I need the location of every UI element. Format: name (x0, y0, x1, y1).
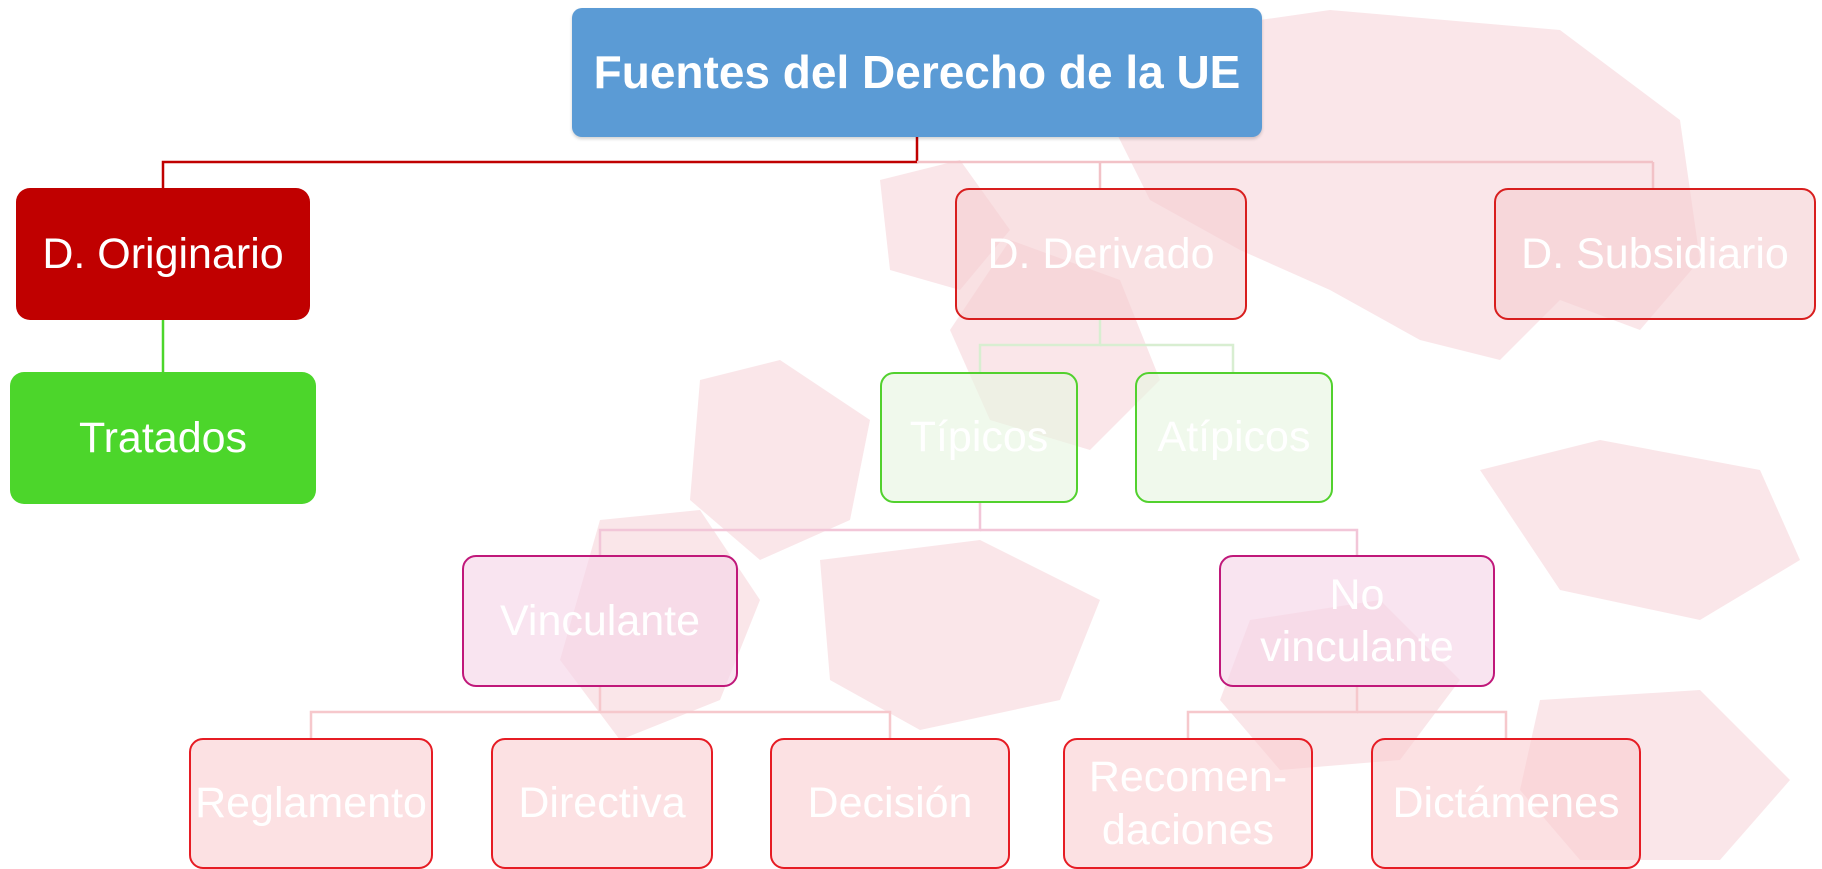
node-directiva-label: Directiva (518, 779, 686, 828)
node-atipicos: Atípicos (1135, 372, 1333, 503)
node-d-derivado-label: D. Derivado (987, 229, 1215, 278)
root-node: Fuentes del Derecho de la UE (572, 8, 1262, 137)
node-tratados: Tratados (10, 372, 316, 504)
node-atipicos-label: Atípicos (1157, 413, 1311, 462)
recomendaciones-line-2: daciones (1101, 805, 1275, 854)
node-d-subsidiario: D. Subsidiario (1494, 188, 1816, 320)
connector-root-derivado-subsidiario (917, 160, 1655, 188)
node-dictamenes-label: Dictámenes (1392, 779, 1620, 828)
node-tipicos: Típicos (880, 372, 1078, 503)
node-recomendaciones-label: Recomen- daciones (1089, 751, 1287, 856)
connector-derivado-tipos (978, 320, 1235, 372)
recomendaciones-line-1: Recomen- (1088, 753, 1288, 802)
node-d-derivado: D. Derivado (955, 188, 1247, 320)
connector-vinculante-leaves (309, 687, 892, 738)
node-d-subsidiario-label: D. Subsidiario (1521, 229, 1789, 278)
node-vinculante: Vinculante (462, 555, 738, 687)
root-label: Fuentes del Derecho de la UE (593, 46, 1241, 99)
node-no-vinculante-label: No vinculante (1260, 569, 1454, 674)
node-tratados-label: Tratados (78, 413, 248, 462)
node-decision: Decisión (770, 738, 1010, 869)
node-d-originario: D. Originario (16, 188, 310, 320)
node-d-originario-label: D. Originario (42, 229, 284, 278)
connector-root-originario (161, 137, 919, 188)
connector-tipicos-vinculante (598, 503, 1359, 555)
node-tipicos-label: Típicos (909, 413, 1049, 462)
node-reglamento-label: Reglamento (195, 779, 427, 828)
node-vinculante-label: Vinculante (499, 596, 701, 645)
connector-novinculante-leaves (1186, 687, 1508, 738)
no-vinculante-line-1: No (1329, 570, 1385, 619)
node-reglamento: Reglamento (189, 738, 433, 869)
node-directiva: Directiva (491, 738, 713, 869)
node-no-vinculante: No vinculante (1219, 555, 1495, 687)
node-dictamenes: Dictámenes (1371, 738, 1641, 869)
no-vinculante-line-2: vinculante (1260, 623, 1454, 671)
node-recomendaciones: Recomen- daciones (1063, 738, 1313, 869)
node-decision-label: Decisión (807, 779, 973, 828)
